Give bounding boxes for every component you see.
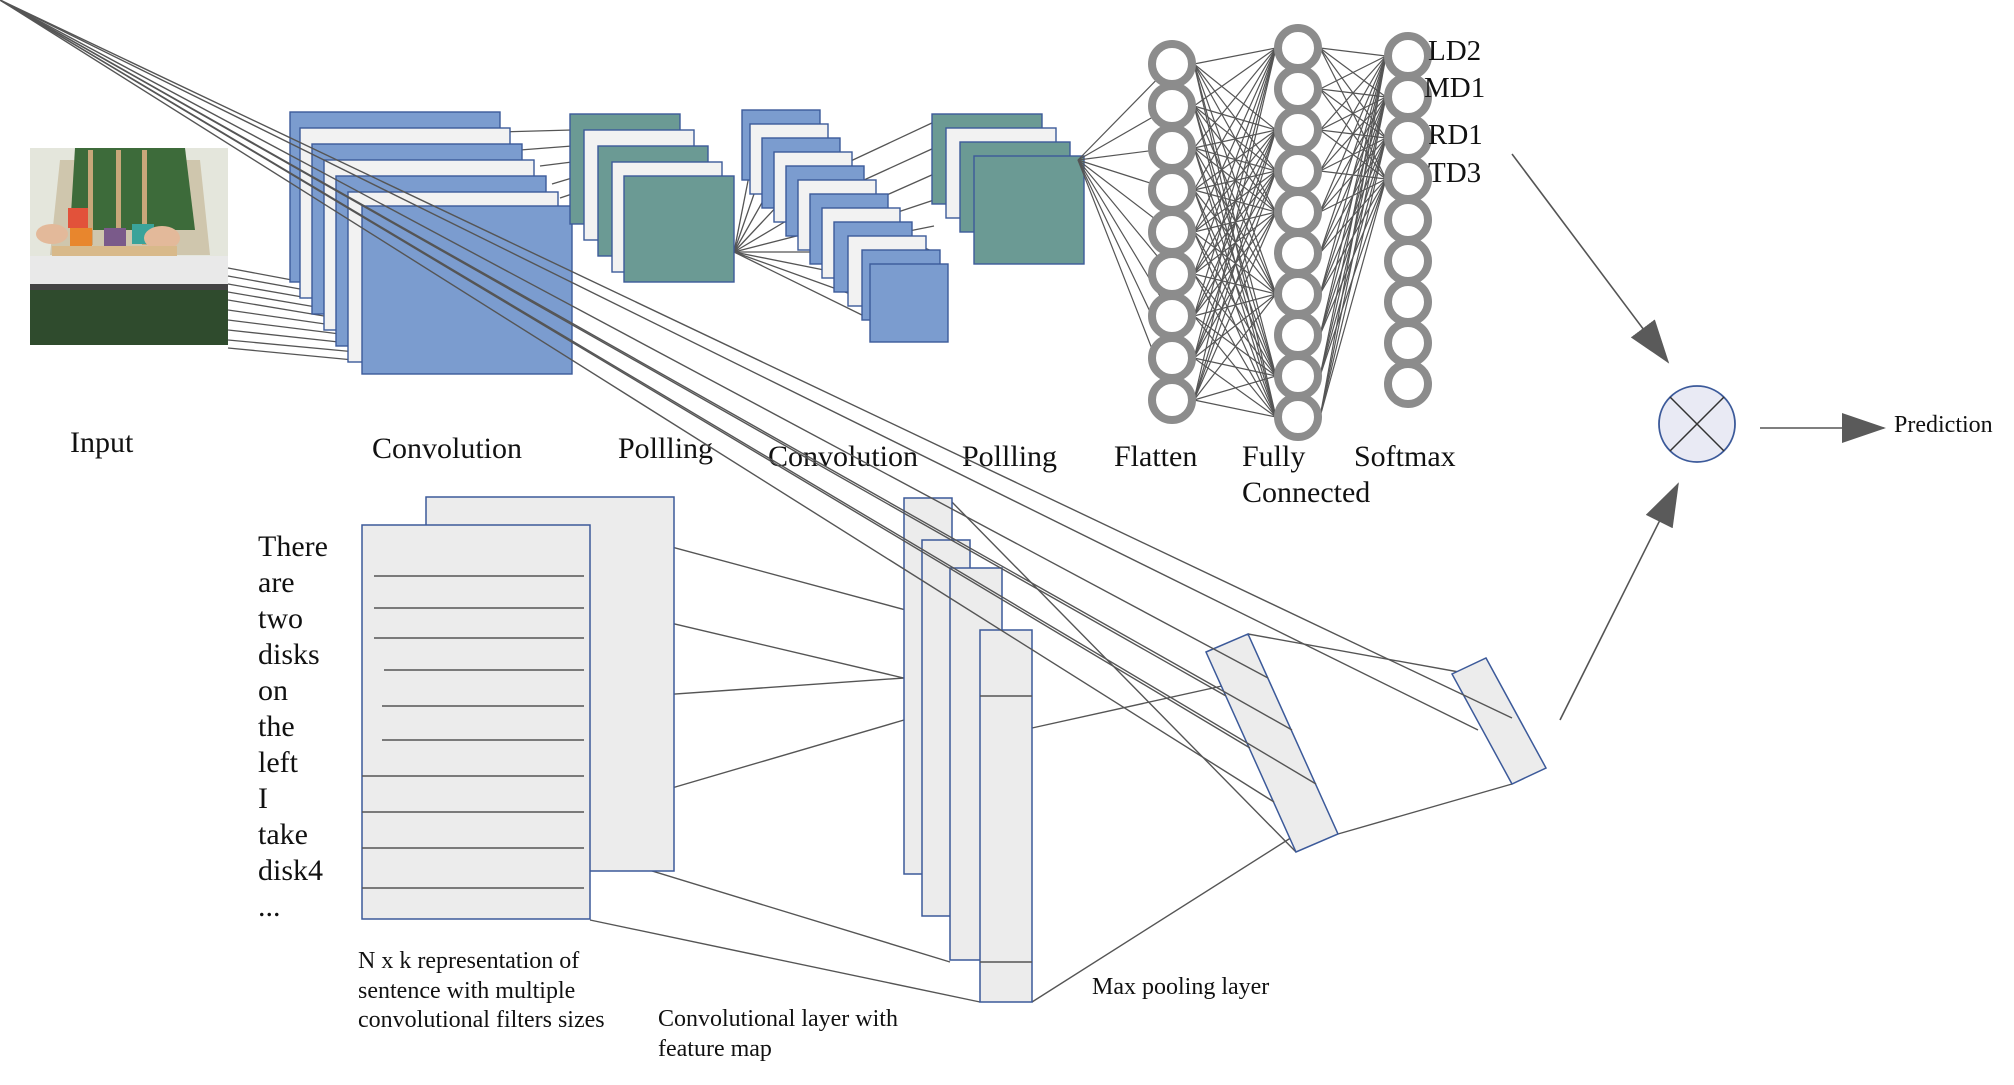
sentence-word-10: ... bbox=[258, 890, 281, 923]
softmax-neuron-8 bbox=[1384, 360, 1432, 408]
flatten-neuron-5 bbox=[1148, 250, 1196, 298]
text-cnn-line-9 bbox=[1247, 633, 1471, 675]
maxpool-vector-1 bbox=[1205, 633, 1339, 853]
sentence-word-1: are bbox=[258, 566, 295, 599]
maxpool-vector-1-div-5 bbox=[0, 0, 1317, 785]
flatten-neuron-8 bbox=[1148, 376, 1196, 424]
label-input: Input bbox=[70, 426, 134, 459]
class-label-rd1: RD1 bbox=[1428, 119, 1483, 151]
label-conv1: Convolution bbox=[372, 432, 522, 465]
feature-map-3 bbox=[979, 629, 1033, 1003]
pool2-feature-maps bbox=[931, 113, 1085, 265]
fc-neuron-1 bbox=[1274, 65, 1322, 113]
label-pool2: Pollling bbox=[962, 440, 1057, 473]
label-flatten: Flatten bbox=[1114, 440, 1197, 473]
class-label-md1: MD1 bbox=[1424, 72, 1485, 104]
arrow-cnn-to-fusion bbox=[1511, 153, 1670, 364]
sentence-word-2: two bbox=[258, 602, 303, 635]
flatten-neuron-3 bbox=[1148, 166, 1196, 214]
softmax-neuron-2 bbox=[1384, 114, 1432, 162]
label-nxk-3: convolutional filters sizes bbox=[358, 1007, 605, 1033]
sentence-word-5: the bbox=[258, 710, 295, 743]
conv2-feature-maps bbox=[741, 109, 949, 343]
softmax-neuron-4 bbox=[1384, 196, 1432, 244]
sentence-words: TherearetwodisksontheleftItakedisk4... bbox=[258, 530, 328, 923]
arrow-text-to-fusion bbox=[1559, 482, 1679, 721]
pool1-feature-maps bbox=[569, 113, 735, 283]
conv-feature-maps bbox=[903, 497, 1033, 1003]
label-conv2: Convolution bbox=[768, 440, 918, 473]
maxpool-vector-2 bbox=[1450, 657, 1548, 785]
fc-neuron-2 bbox=[1274, 106, 1322, 154]
circle-times-icon bbox=[1658, 385, 1736, 463]
softmax-neuron-3 bbox=[1384, 155, 1432, 203]
maxpool-vector-1-div-3 bbox=[0, 0, 1293, 731]
top-connection-lines bbox=[227, 119, 935, 362]
input-photo bbox=[30, 148, 228, 345]
sentence-word-3: disks bbox=[258, 638, 320, 671]
text-cnn-line-5 bbox=[589, 919, 981, 1003]
fc-neuron-4 bbox=[1274, 188, 1322, 236]
label-nxk-1: N x k representation of bbox=[358, 948, 579, 974]
maxpool-vector-1-div-4 bbox=[0, 0, 1275, 803]
label-maxpool: Max pooling layer bbox=[1092, 974, 1269, 1000]
sentence-matrix bbox=[361, 496, 675, 920]
softmax-neuron-6 bbox=[1384, 278, 1432, 326]
sentence-word-0: There bbox=[258, 530, 328, 563]
fc-neuron-9 bbox=[1274, 393, 1322, 441]
label-convlayer-1: Convolutional layer with bbox=[658, 1006, 898, 1032]
text-cnn-connection-lines bbox=[589, 497, 1513, 1003]
flatten-neuron-1 bbox=[1148, 82, 1196, 130]
label-fully: Fully bbox=[1242, 440, 1305, 473]
fc-neuron-5 bbox=[1274, 229, 1322, 277]
pool2-map-3 bbox=[973, 155, 1085, 265]
label-softmax: Softmax bbox=[1354, 440, 1456, 473]
sentence-word-8: take bbox=[258, 818, 308, 851]
pool1-map-4 bbox=[623, 175, 735, 283]
neuron-columns bbox=[1148, 24, 1432, 441]
fc-neuron-6 bbox=[1274, 270, 1322, 318]
label-connected: Connected bbox=[1242, 476, 1370, 509]
dense-connection-lines bbox=[1077, 47, 1432, 418]
flatten-neuron-0 bbox=[1148, 40, 1196, 88]
fc-neuron-3 bbox=[1274, 147, 1322, 195]
flatten-neuron-7 bbox=[1148, 334, 1196, 382]
text-cnn-line-7 bbox=[1031, 681, 1241, 729]
text-cnn-line-10 bbox=[1337, 783, 1513, 835]
maxpool-vector-2-div-1 bbox=[0, 0, 1513, 719]
sentence-word-7: I bbox=[258, 782, 268, 815]
text-cnn-line-6 bbox=[947, 497, 1297, 853]
class-label-td3: TD3 bbox=[1428, 157, 1481, 189]
fc-neuron-8 bbox=[1274, 352, 1322, 400]
flatten-neuron-4 bbox=[1148, 208, 1196, 256]
label-prediction: Prediction bbox=[1894, 412, 1993, 438]
fc-neuron-0 bbox=[1274, 24, 1322, 72]
label-pool1: Pollling bbox=[618, 432, 713, 465]
label-nxk-2: sentence with multiple bbox=[358, 978, 575, 1004]
softmax-neuron-7 bbox=[1384, 319, 1432, 367]
maxpool-vectors bbox=[0, 0, 1548, 853]
softmax-neuron-0 bbox=[1384, 32, 1432, 80]
sentence-matrix-rows bbox=[362, 575, 584, 889]
conv2-map-11 bbox=[869, 263, 949, 343]
softmax-neuron-1 bbox=[1384, 73, 1432, 121]
maxpool-vector-1-div-1 bbox=[0, 0, 1269, 679]
fc-neuron-7 bbox=[1274, 311, 1322, 359]
sentence-word-4: on bbox=[258, 674, 288, 707]
class-label-ld2: LD2 bbox=[1428, 35, 1481, 67]
sentence-word-9: disk4 bbox=[258, 854, 323, 887]
text-cnn-line-8 bbox=[1031, 831, 1301, 1003]
maxpool-vector-2-div-0 bbox=[0, 0, 1479, 731]
label-convlayer-2: feature map bbox=[658, 1036, 772, 1062]
conv1-map-6 bbox=[361, 205, 573, 375]
sentence-word-6: left bbox=[258, 746, 299, 779]
flatten-neuron-2 bbox=[1148, 124, 1196, 172]
softmax-neuron-5 bbox=[1384, 237, 1432, 285]
flatten-neuron-6 bbox=[1148, 292, 1196, 340]
